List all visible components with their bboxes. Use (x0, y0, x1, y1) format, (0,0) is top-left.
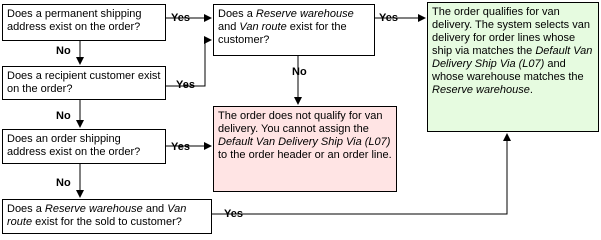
edge-label-yes-b1: Yes (171, 12, 190, 24)
edge-label-no-b3: No (56, 177, 71, 189)
edge-b4-yes (212, 133, 511, 215)
customer-reserve-text-4: Van route (239, 21, 287, 33)
recipient-customer-text: Does a recipient customer exist on the o… (7, 70, 161, 95)
edge-label-no-b5: No (292, 66, 307, 78)
customer-reserve-text-5: exist for the customer? (218, 21, 347, 46)
qualifies-text-5: . (529, 84, 533, 96)
customer-reserve-text-2: Reserve warehouse (255, 8, 354, 20)
customer-reserve-text-1: Does a (218, 8, 256, 20)
not-qualify-outcome: The order does not qualify for van deliv… (213, 106, 397, 192)
permanent-address-question: Does a permanent shipping address exist … (2, 4, 166, 41)
edge-label-yes-b3: Yes (171, 141, 190, 153)
recipient-customer-question: Does a recipient customer exist on the o… (2, 66, 166, 100)
sold-to-text-2: Reserve warehouse (44, 203, 143, 215)
edge-b2-yes (166, 36, 212, 87)
sold-to-text-1: Does a (7, 203, 45, 215)
not-qualify-text-1: The order does not qualify for van deliv… (218, 110, 383, 135)
not-qualify-text-3: to the order header or an order line. (218, 149, 392, 161)
order-shipping-address-text: Does an order shipping address exist on … (7, 133, 141, 158)
edge-label-yes-b2: Yes (176, 79, 195, 91)
edge-label-no-b1: No (56, 45, 71, 57)
permanent-address-text: Does a permanent shipping address exist … (7, 8, 142, 33)
edge-label-yes-b4: Yes (224, 208, 243, 220)
qualifies-outcome: The order qualifies for van delivery. Th… (427, 2, 599, 132)
edge-label-no-b2: No (56, 110, 71, 122)
qualifies-text-1: The order qualifies for van delivery. Th… (432, 6, 590, 57)
order-shipping-address-question: Does an order shipping address exist on … (2, 129, 166, 164)
qualifies-text-3: and whose warehouse matches the (432, 58, 584, 83)
customer-reserve-text-3: and (218, 21, 240, 33)
sold-to-text-5: exist for the sold to customer? (32, 216, 182, 228)
sold-to-reserve-question: Does a Reserve warehouse and Van route e… (2, 199, 212, 234)
qualifies-text-4: Reserve warehouse (432, 84, 530, 96)
qualifies-text-2: Default Van Delivery Ship Via (L07) (432, 45, 593, 70)
edge-label-yes-b5: Yes (379, 12, 398, 24)
sold-to-text-4: Van route (7, 203, 187, 228)
not-qualify-text-2: Default Van Delivery Ship Via (L07) (218, 136, 391, 148)
customer-reserve-question: Does a Reserve warehouse and Van route e… (213, 4, 375, 56)
sold-to-text-3: and (142, 203, 168, 215)
